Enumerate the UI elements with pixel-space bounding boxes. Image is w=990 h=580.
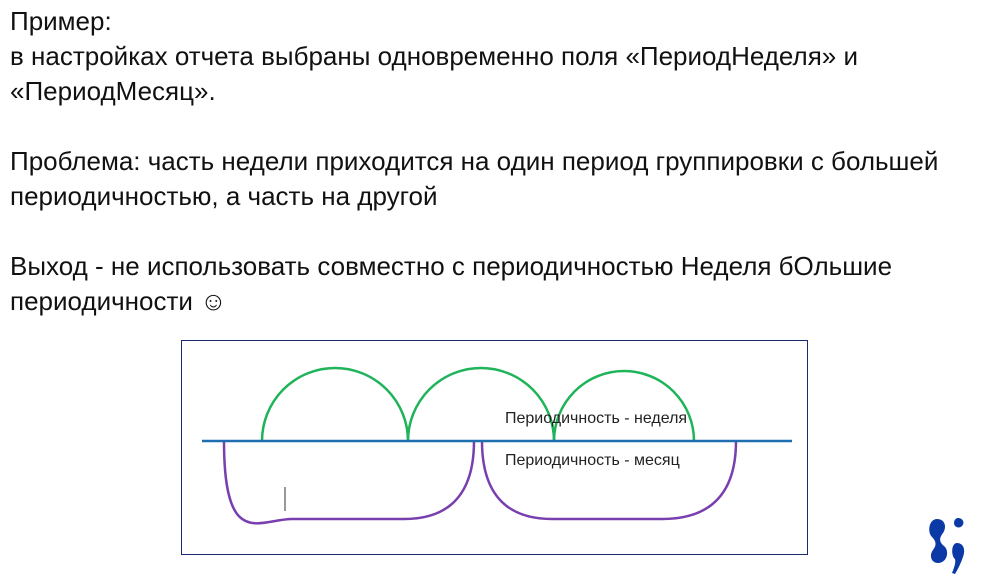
month-arc-1 bbox=[222, 440, 476, 525]
week-arc-2 bbox=[406, 366, 556, 442]
week-arc-3 bbox=[552, 369, 696, 442]
brand-logo bbox=[925, 515, 970, 580]
example-text-line-1: в настройках отчета выбраны одновременно… bbox=[10, 41, 858, 71]
problem-text-line-2: периодичностью, а часть на другой bbox=[10, 181, 438, 211]
solution-text-line-1: Выход - не использовать совместно с пери… bbox=[10, 251, 893, 281]
diagram-canvas bbox=[202, 366, 792, 525]
label-week-periodicity: Периодичность - неделя bbox=[505, 410, 688, 427]
logo-mark-icon bbox=[929, 518, 965, 574]
solution-text-line-2: периодичности ☺ bbox=[10, 286, 227, 316]
example-text-line-2: «ПериодМесяц». bbox=[10, 76, 216, 106]
periodicity-diagram: Периодичность - неделя Периодичность - м… bbox=[181, 340, 808, 555]
example-heading: Пример: bbox=[10, 6, 112, 36]
problem-text-line-1: Проблема: часть недели приходится на оди… bbox=[10, 146, 939, 176]
week-arc-1 bbox=[260, 366, 410, 442]
label-month-periodicity: Периодичность - месяц bbox=[505, 452, 680, 469]
slide-text: Пример: в настройках отчета выбраны одно… bbox=[10, 4, 985, 319]
month-arc-2 bbox=[480, 440, 738, 521]
